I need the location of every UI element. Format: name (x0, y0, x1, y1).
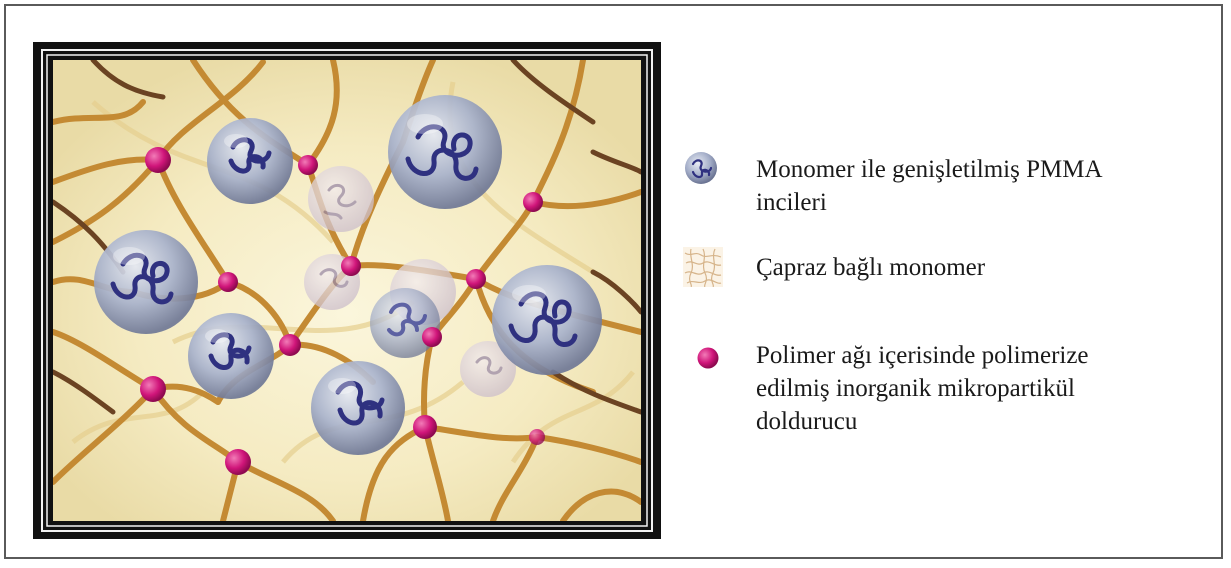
legend-text-filler-particles: Polimer ağı içerisinde polimerize edilmi… (756, 339, 1089, 438)
filler-particle-icon (696, 346, 720, 370)
legend-text-pmma-beads: Monomer ile genişletilmiş PMMA incileri (756, 153, 1103, 219)
polymer-network-illustration (33, 42, 661, 539)
crosslinked-monomer-icon (683, 247, 723, 287)
pmma-bead-icon (683, 150, 719, 186)
legend-text-crosslinked-monomer: Çapraz bağlı monomer (756, 251, 985, 284)
